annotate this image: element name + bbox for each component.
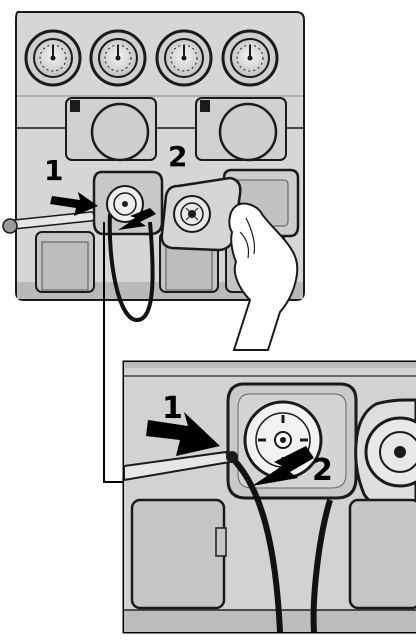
port-housing-left	[66, 98, 156, 160]
callout-1-detail: 1	[162, 391, 183, 426]
detail-view: 1 2	[124, 362, 416, 632]
lower-socket-left	[36, 232, 94, 292]
detail-lower-socket-right	[350, 500, 416, 608]
removed-plug	[162, 178, 241, 250]
pressure-gauge-icon	[91, 31, 145, 85]
callout-2-top: 2	[168, 140, 187, 173]
pressure-gauge-icon	[223, 31, 277, 85]
detail-removed-plug	[356, 400, 416, 506]
detail-lower-socket-left	[132, 500, 226, 608]
callout-1-top: 1	[44, 154, 63, 187]
port-housing-right	[196, 98, 286, 160]
callout-2-detail: 2	[312, 453, 333, 488]
pressure-gauge-icon	[26, 31, 80, 85]
pressure-gauge-icon	[157, 31, 211, 85]
